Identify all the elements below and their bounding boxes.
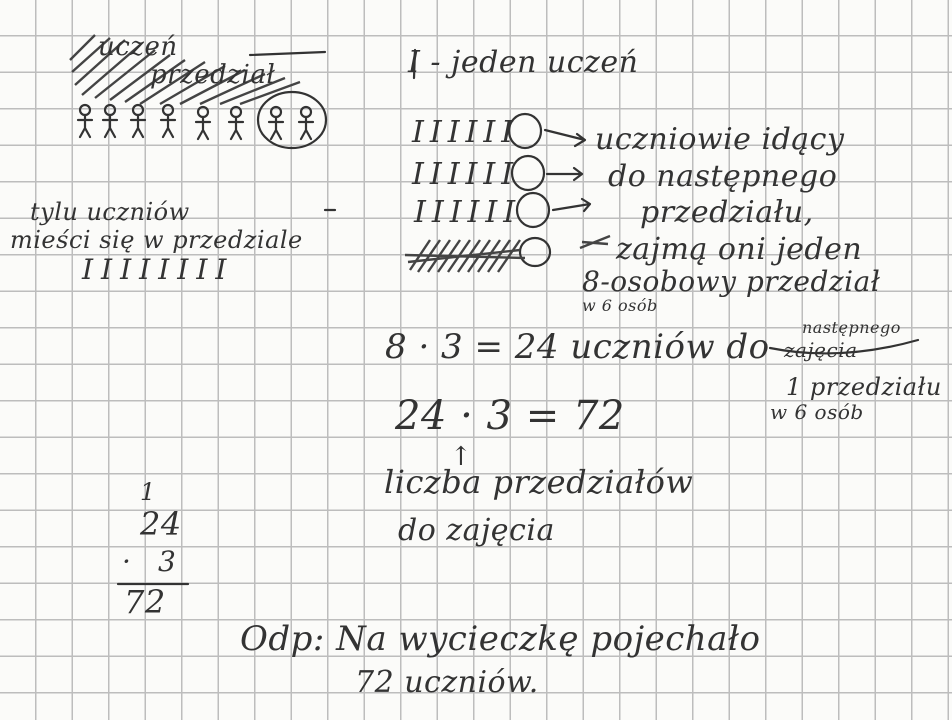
caption-line-1: liczba przedziałów — [384, 463, 694, 501]
equation-1-note-top: następnego — [802, 318, 901, 337]
caption-line-2: do zajęcia — [398, 513, 555, 548]
column-mult-carry: 1 — [140, 478, 156, 506]
note-line-4: zajmą oni jeden — [616, 232, 863, 267]
left-note-tally: IIIIIIII — [82, 253, 235, 286]
tally-arrows — [543, 128, 592, 213]
column-mult-top: 24 — [140, 505, 182, 543]
scratched-word-1: uczeń — [98, 32, 178, 62]
note-underline — [768, 338, 920, 355]
arrow-up-icon: ↑ — [450, 442, 473, 472]
tally-circles — [507, 112, 552, 268]
tally-row-3: IIIIII — [414, 195, 522, 230]
note-line-2: do następnego — [608, 159, 838, 194]
column-mult-result: 72 — [124, 583, 166, 621]
equation-1: 8 · 3 = 24 uczniów do — [385, 327, 770, 367]
scratched-word-2: przedział — [150, 60, 276, 90]
tally-row-1: IIIIII — [412, 115, 520, 150]
left-note-line-2: mieści się w przedziale — [10, 226, 303, 254]
tally-row-2: IIIIII — [412, 157, 520, 192]
note-line-5-sub: w 6 osób — [582, 296, 658, 315]
left-note-line-1: tylu uczniów — [30, 198, 190, 226]
legend-tally-mark — [412, 48, 417, 80]
equation-1-note-bottom: zajęcia — [784, 338, 858, 362]
note-line-3: przedziału, — [640, 195, 814, 230]
scribble-tally-row — [404, 234, 611, 273]
side-note-line-1: 1 przedziału — [786, 373, 942, 401]
legend-text: I - jeden uczeń — [408, 45, 639, 80]
column-mult-bottom: 3 — [158, 545, 177, 578]
equation-2: 24 · 3 = 72 — [395, 393, 625, 439]
stick-figures — [76, 90, 328, 150]
scribble-top-left — [69, 34, 327, 106]
answer-line-1: Odp: Na wycieczkę pojechało — [240, 619, 761, 659]
side-note-line-2: w 6 osób — [770, 400, 864, 424]
note-line-5: 8-osobowy przedział — [582, 265, 881, 298]
column-mult-op: · — [122, 545, 132, 578]
note-line-1: uczniowie idący — [595, 122, 845, 157]
answer-line-2: 72 uczniów. — [355, 665, 539, 700]
